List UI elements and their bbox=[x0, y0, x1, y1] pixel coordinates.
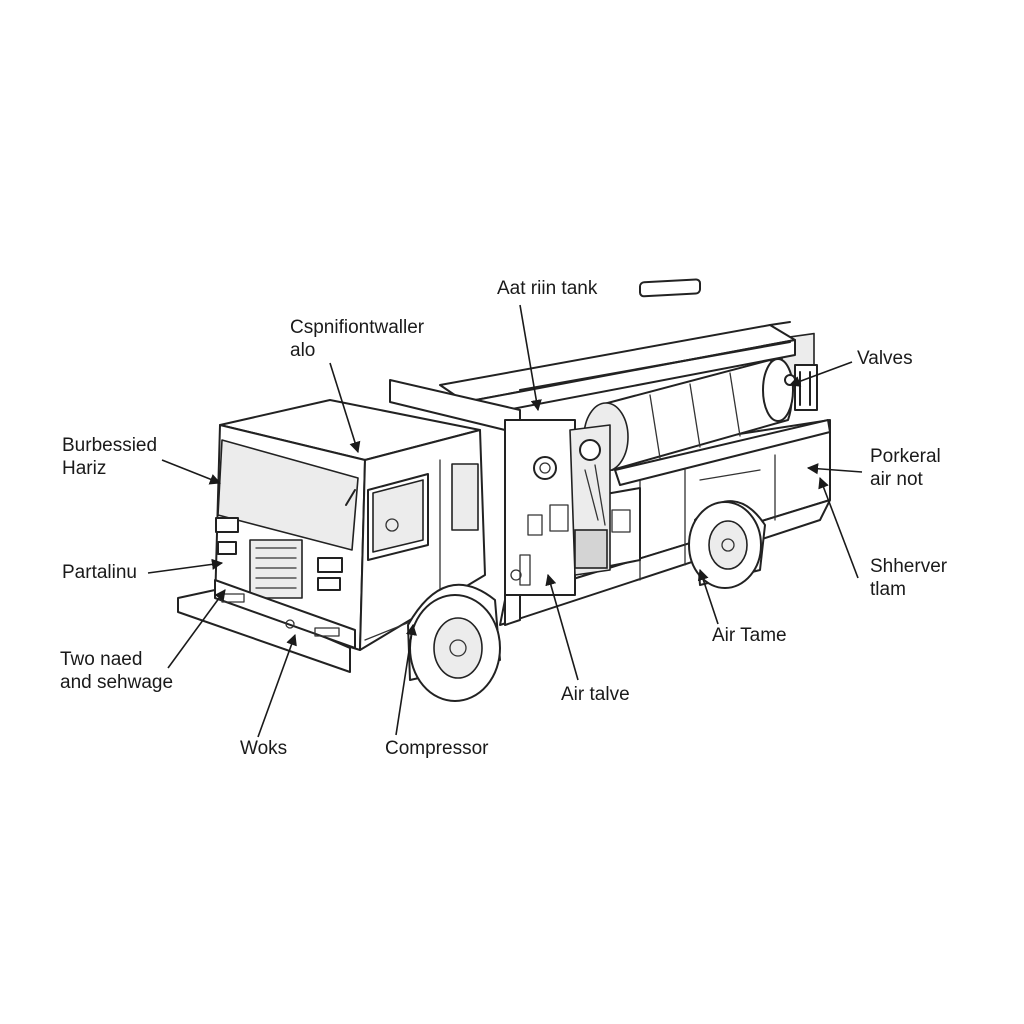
leader-partalinu bbox=[147, 558, 224, 574]
label-cspnifiontwaller: Cspnifiontwaller alo bbox=[290, 316, 424, 362]
leader-lines bbox=[147, 304, 863, 738]
label-aat-rin-tank-text: Aat riin tank bbox=[497, 278, 598, 299]
pump-panel bbox=[389, 379, 611, 626]
label-two-naed-line1: Two naed bbox=[60, 649, 143, 670]
label-aat-rin-tank: Aat riin tank bbox=[497, 277, 597, 300]
top-rail bbox=[439, 278, 796, 419]
leader-aat-rin-tank bbox=[519, 304, 542, 412]
leader-air-tame bbox=[697, 568, 719, 625]
front-bumper bbox=[177, 579, 356, 673]
leader-compressor bbox=[395, 623, 417, 736]
label-two-naed: Two naed and sehwage bbox=[60, 648, 173, 694]
label-porkeral: Porkeral air not bbox=[870, 445, 941, 491]
label-valves-text: Valves bbox=[857, 348, 913, 369]
label-burbessied: Burbessied Hariz bbox=[62, 434, 157, 480]
front-wheel bbox=[407, 583, 501, 702]
leader-porkeral bbox=[806, 463, 863, 475]
label-cspnifiontwaller-line1: Cspnifiontwaller bbox=[290, 317, 425, 338]
leader-shherver bbox=[818, 476, 859, 579]
label-partalinu: Partalinu bbox=[62, 561, 137, 584]
cab bbox=[214, 399, 486, 651]
leader-burbessied bbox=[161, 459, 222, 485]
label-air-talve: Air talve bbox=[561, 683, 630, 706]
leader-valves bbox=[788, 361, 853, 387]
leader-two-naed bbox=[167, 589, 226, 669]
label-burbessied-line2: Hariz bbox=[62, 458, 107, 479]
label-air-talve-text: Air talve bbox=[561, 684, 630, 705]
label-porkeral-line1: Porkeral bbox=[870, 446, 941, 467]
label-compressor-text: Compressor bbox=[385, 738, 489, 759]
label-woks-text: Woks bbox=[240, 738, 288, 759]
label-porkeral-line2: air not bbox=[870, 469, 923, 490]
label-air-tame: Air Tame bbox=[712, 624, 787, 647]
label-compressor: Compressor bbox=[385, 737, 488, 760]
label-cspnifiontwaller-line2: alo bbox=[290, 340, 316, 361]
label-shherver-line2: tlam bbox=[870, 579, 906, 600]
leader-cspnifiont bbox=[329, 362, 361, 454]
label-shherver-line1: Shherver bbox=[870, 556, 948, 577]
label-two-naed-line2: and sehwage bbox=[60, 672, 174, 693]
rear-wheel bbox=[688, 500, 766, 589]
leader-air-talve bbox=[545, 573, 579, 681]
label-woks: Woks bbox=[240, 737, 287, 760]
label-burbessied-line1: Burbessied bbox=[62, 435, 158, 456]
label-partalinu-text: Partalinu bbox=[62, 562, 137, 583]
leader-woks bbox=[257, 633, 297, 738]
fire-truck-illustration bbox=[177, 278, 831, 702]
label-valves: Valves bbox=[857, 347, 913, 370]
label-air-tame-text: Air Tame bbox=[712, 625, 787, 646]
label-shherver: Shherver tlam bbox=[870, 555, 947, 601]
